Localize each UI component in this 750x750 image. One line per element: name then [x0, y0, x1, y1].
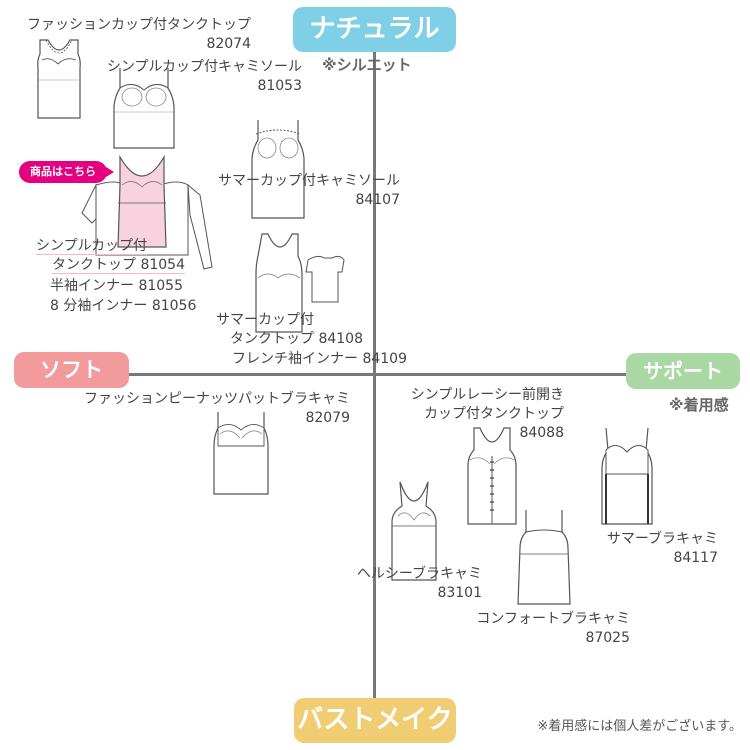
- product-name: 半袖インナー: [50, 278, 134, 294]
- product-name-line2-row: タンクトップ 81054: [36, 256, 185, 275]
- garment-84117-illustration: [600, 426, 654, 526]
- product-84088-label: シンプルレーシー前開き カップ付タンクトップ 84088: [380, 386, 564, 443]
- axis-note-silhouette: ※シルエット: [322, 56, 412, 74]
- garment-84107-illustration: [250, 118, 306, 220]
- product-code: 84109: [362, 351, 407, 367]
- axis-label-natural: ナチュラル: [293, 7, 456, 52]
- axis-label-soft: ソフト: [14, 352, 129, 388]
- product-84108-label: サマーカップ付 タンクトップ 84108: [216, 311, 363, 349]
- product-name-line2: カップ付タンクトップ: [424, 406, 564, 422]
- garment-81054-group-illustration[interactable]: [78, 154, 214, 273]
- product-82079-label: ファッションピーナッツパットブラキャミ 82079: [60, 390, 350, 428]
- product-83101-label: ヘルシーブラキャミ 83101: [330, 565, 482, 603]
- product-name: 8 分袖インナー: [50, 298, 148, 314]
- footnote: ※着用感には個人差がございます。: [537, 719, 742, 734]
- product-81055-label: 半袖インナー 81055: [50, 277, 183, 296]
- view-products-button[interactable]: 商品はこちら: [19, 161, 114, 183]
- product-name-line1: サマーカップ付: [216, 312, 314, 328]
- product-name-line1: シンプルレーシー前開き: [410, 387, 564, 403]
- product-code: 82079: [305, 410, 350, 426]
- garment-81053-illustration: [112, 66, 176, 150]
- product-code: 81053: [257, 78, 302, 94]
- product-81056-label: 8 分袖インナー 81056: [50, 297, 196, 316]
- product-84107-label: サマーカップ付キャミソール 84107: [200, 172, 400, 210]
- product-code: 84108: [318, 331, 363, 347]
- product-name: サマーカップ付キャミソール: [218, 173, 400, 189]
- product-name-line2-row: タンクトップ 84108: [216, 330, 363, 349]
- garment-84088-illustration: [466, 426, 518, 526]
- garment-82074-illustration: [36, 38, 82, 120]
- product-name-line2: タンクトップ: [230, 331, 314, 347]
- product-84117-label: サマーブラキャミ 84117: [590, 530, 718, 568]
- product-name: ヘルシーブラキャミ: [356, 566, 482, 582]
- product-81053-label: シンプルカップ付キャミソール 81053: [90, 58, 302, 96]
- garment-82079-illustration: [212, 410, 270, 496]
- product-name: ファッションカップ付タンクトップ: [27, 17, 251, 33]
- product-code: 83101: [437, 585, 482, 601]
- product-code: 81056: [151, 298, 197, 314]
- axis-note-wearing-feel: ※着用感: [669, 396, 729, 414]
- product-code: 84107: [355, 192, 400, 208]
- product-code: 84117: [673, 550, 718, 566]
- vertical-axis: [373, 50, 376, 710]
- product-87025-label: コンフォートブラキャミ 87025: [452, 610, 630, 648]
- product-82074-label: ファッションカップ付タンクトップ 82074: [9, 16, 251, 54]
- garment-84108-illustration: [254, 232, 346, 334]
- product-name-line2: タンクトップ: [52, 257, 136, 273]
- product-code: 81054: [140, 257, 185, 273]
- product-81054-label[interactable]: シンプルカップ付 タンクトップ 81054: [36, 237, 185, 275]
- product-code: 82074: [206, 36, 251, 52]
- product-name: サマーブラキャミ: [606, 531, 718, 547]
- garment-83101-illustration: [388, 480, 440, 582]
- product-name: コンフォートブラキャミ: [476, 611, 630, 627]
- product-code: 84088: [519, 425, 564, 441]
- product-name: ファッションピーナッツパットブラキャミ: [84, 391, 350, 407]
- product-name: シンプルカップ付キャミソール: [106, 59, 302, 75]
- garment-87025-illustration: [516, 508, 572, 606]
- product-name: フレンチ袖インナー: [232, 351, 358, 367]
- product-code: 81055: [138, 278, 183, 294]
- product-name-line1: シンプルカップ付: [36, 238, 148, 254]
- horizontal-axis: [120, 373, 640, 376]
- product-code: 87025: [585, 630, 630, 646]
- axis-label-support: サポート: [626, 353, 740, 389]
- product-84109-label: フレンチ袖インナー 84109: [232, 350, 407, 369]
- axis-label-bust-make: バストメイク: [294, 698, 456, 743]
